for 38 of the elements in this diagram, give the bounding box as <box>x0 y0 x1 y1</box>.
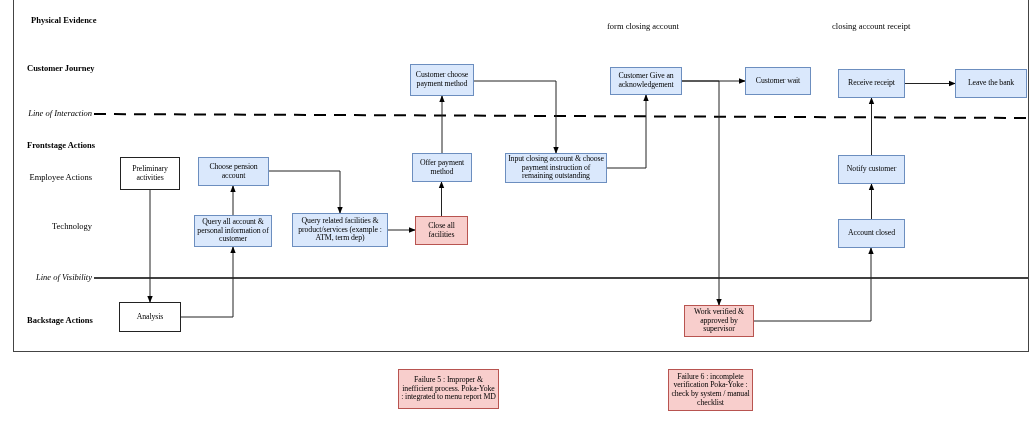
process-box <box>120 157 180 190</box>
arrow <box>387 227 416 233</box>
process-box <box>398 369 499 409</box>
process-box <box>412 153 472 182</box>
process-box <box>745 67 811 95</box>
process-box <box>955 69 1027 98</box>
process-box <box>838 155 905 184</box>
arrow <box>868 97 875 156</box>
arrow <box>753 247 874 322</box>
row-label: Employee Actions <box>29 172 92 182</box>
process-box <box>684 305 754 337</box>
arrow <box>268 170 343 214</box>
arrow <box>438 181 445 217</box>
arrow <box>904 80 956 87</box>
process-box <box>838 69 905 98</box>
arrow <box>439 95 445 154</box>
arrow <box>868 183 875 220</box>
arrow <box>606 94 649 169</box>
arrow <box>473 80 559 154</box>
arrow <box>147 189 153 303</box>
line-label: Line of Interaction <box>28 108 92 118</box>
evidence-label: closing account receipt <box>832 21 911 31</box>
process-box <box>838 219 905 248</box>
process-box <box>198 157 269 186</box>
process-box <box>610 67 682 95</box>
row-heading: Physical Evidence <box>31 15 97 25</box>
line-label: Line of Visibility <box>35 272 92 282</box>
row-heading: Backstage Actions <box>27 315 93 325</box>
process-box <box>119 302 181 332</box>
row-heading: Customer Journey <box>27 63 95 73</box>
arrow <box>681 80 722 306</box>
row-label: Technology <box>52 221 92 231</box>
evidence-label: form closing account <box>607 21 679 31</box>
arrow <box>180 246 236 318</box>
row-heading: Frontstage Actions <box>27 140 96 150</box>
process-box <box>415 216 468 245</box>
arrow <box>230 185 236 216</box>
process-box <box>410 64 474 96</box>
